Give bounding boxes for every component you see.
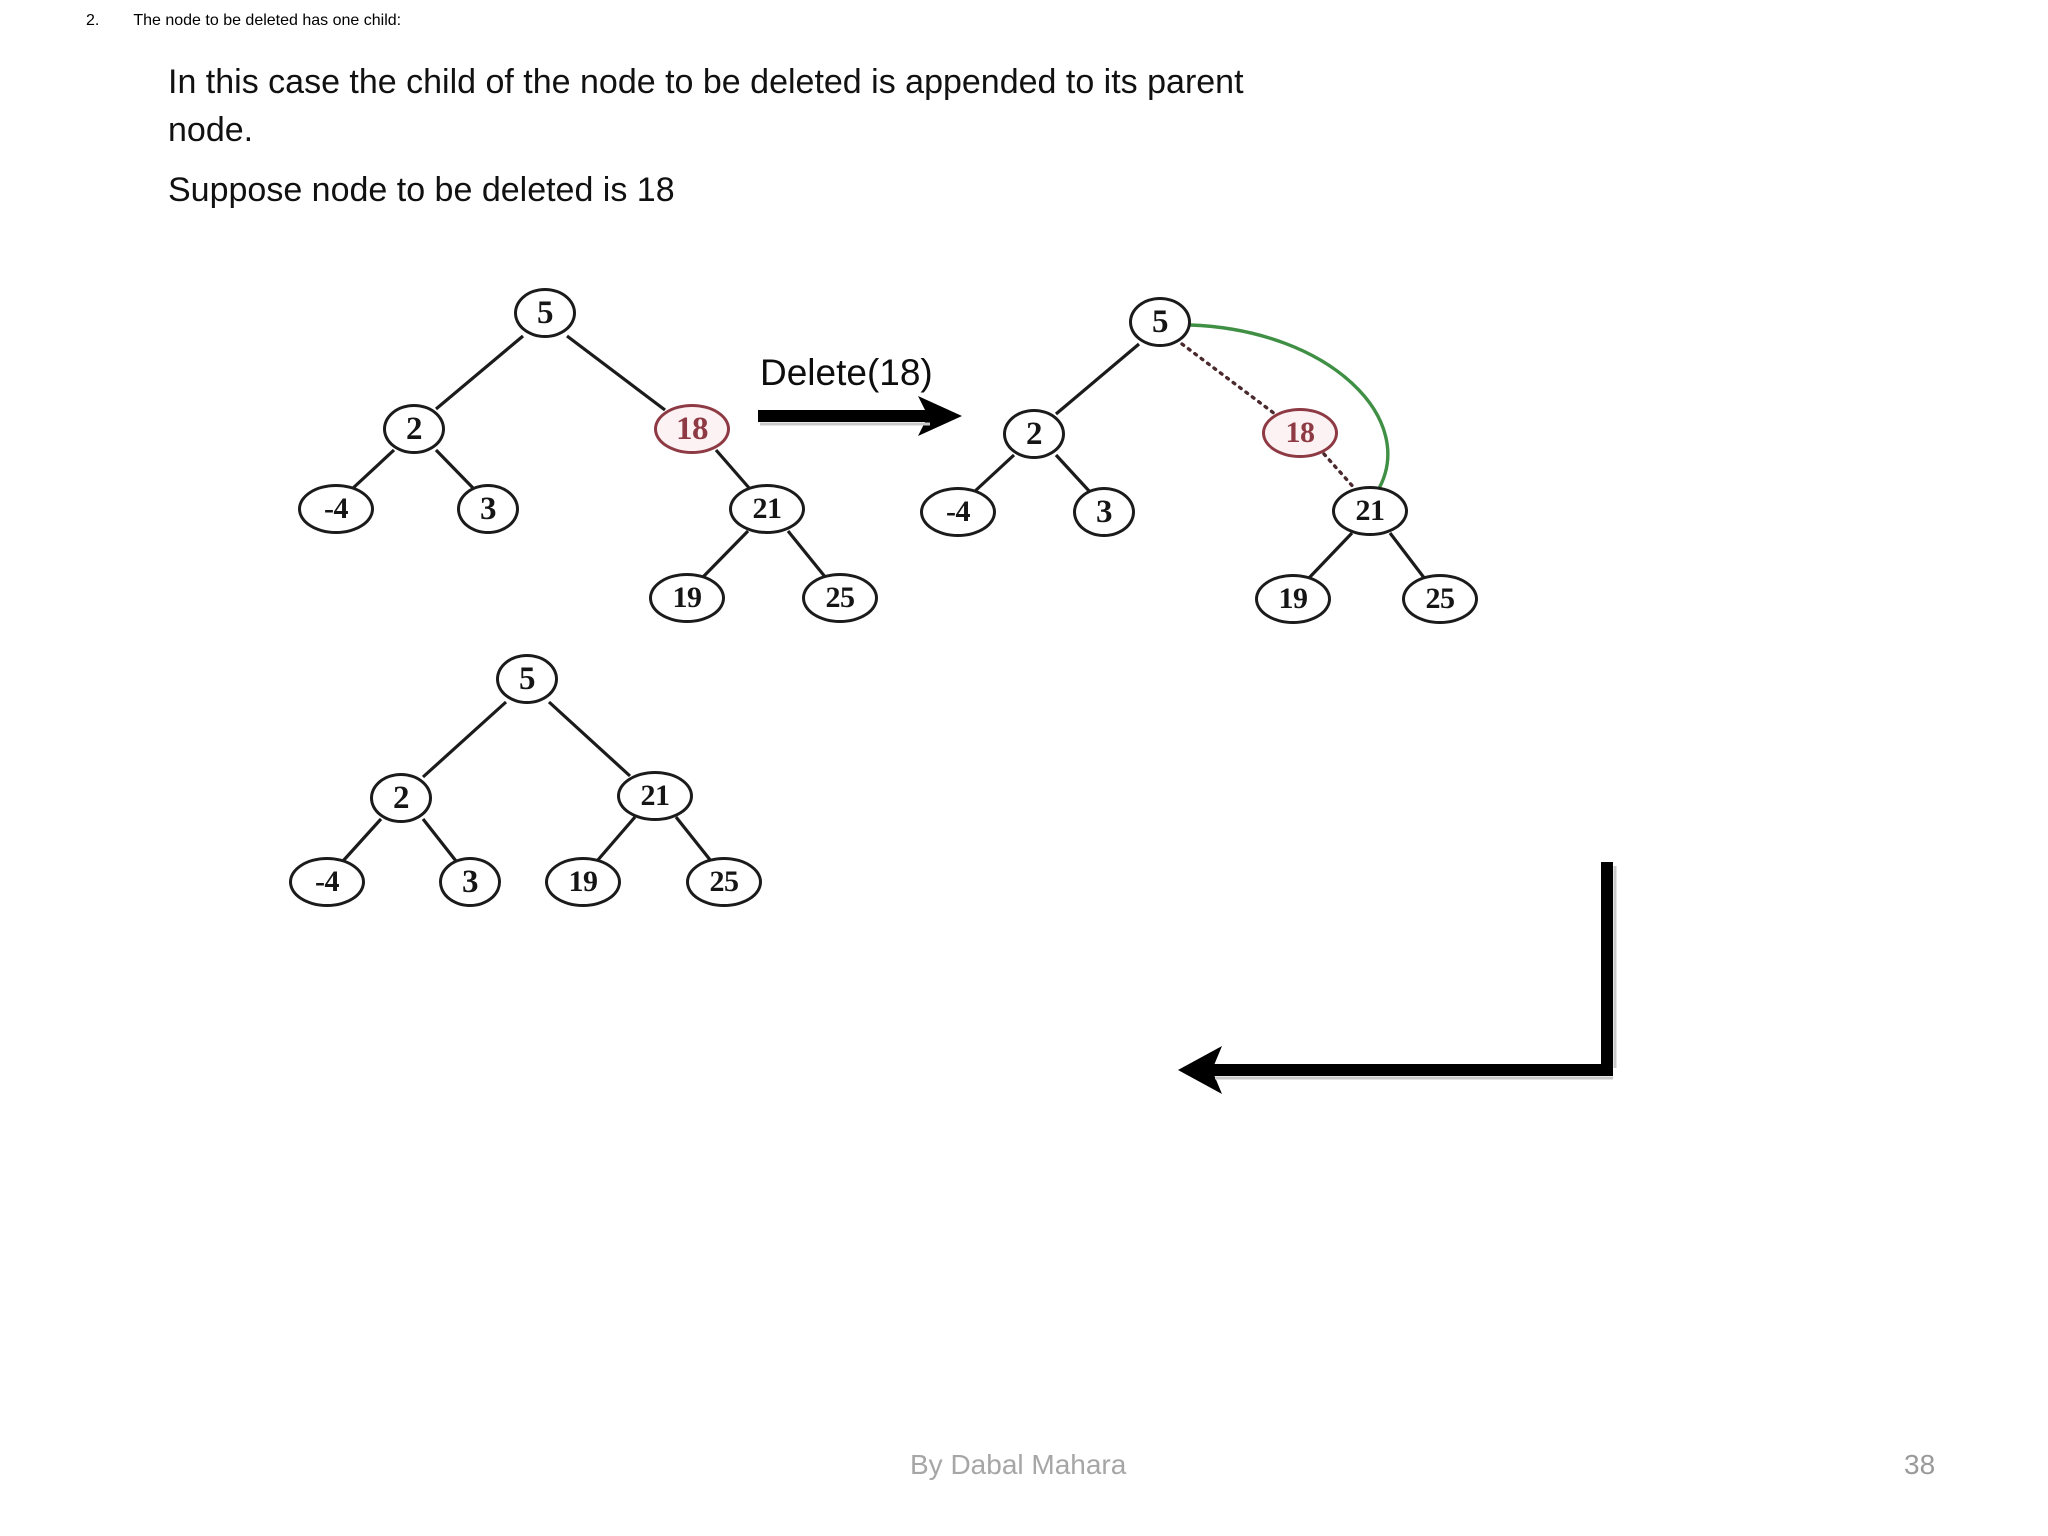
edge-d2-dm4: [972, 453, 1016, 494]
footer-page-number: 38: [1904, 1449, 1936, 1480]
edge-d21-d25: [1388, 532, 1427, 580]
edge-a21-a25: [674, 816, 713, 862]
footer-author: By Dabal Mahara: [910, 1449, 1127, 1480]
edge-a2-a3: [421, 818, 458, 862]
node-21[interactable]: 21: [617, 771, 693, 821]
delete-operation-label: Delete(18): [760, 352, 933, 393]
edge-a21-a19: [595, 815, 637, 863]
tree-before-edges: [350, 334, 828, 580]
body-text-block: In this case the child of the node to be…: [168, 58, 1668, 214]
edge-d2-d3: [1054, 453, 1092, 494]
node-2[interactable]: 2: [370, 773, 432, 823]
edge-18-21: [714, 448, 752, 491]
node-5[interactable]: 5: [514, 288, 576, 338]
heading-number: 2.: [86, 12, 100, 29]
edge-2-3: [434, 448, 476, 491]
node-25[interactable]: 25: [1402, 574, 1478, 624]
page-title: The node to be deleted has one child:: [133, 12, 402, 29]
node-3[interactable]: 3: [457, 484, 519, 534]
node-21[interactable]: 21: [1332, 486, 1408, 536]
node-minus-4[interactable]: -4: [298, 484, 374, 534]
edge-21-25: [786, 529, 828, 580]
slide-heading: 2. The node to be deleted has one child:: [86, 12, 401, 30]
node-25[interactable]: 25: [686, 857, 762, 907]
edge-a2-am4: [341, 817, 383, 863]
edge-21-19: [700, 529, 750, 580]
edge-d5-d2: [1054, 342, 1141, 416]
node-3[interactable]: 3: [439, 857, 501, 907]
edge-5-18: [566, 334, 666, 412]
body-line-1: In this case the child of the node to be…: [168, 63, 1244, 101]
node-18-highlight[interactable]: 18: [654, 404, 730, 454]
node-5[interactable]: 5: [496, 654, 558, 704]
node-minus-4[interactable]: -4: [289, 857, 365, 907]
body-line-3: Suppose node to be deleted is 18: [168, 171, 675, 209]
body-line-2: node.: [168, 111, 254, 149]
node-5[interactable]: 5: [1129, 297, 1191, 347]
edge-a5-a2: [421, 700, 508, 779]
node-3[interactable]: 3: [1073, 487, 1135, 537]
return-flow-arrow: [1178, 862, 1617, 1094]
node-2[interactable]: 2: [1003, 409, 1065, 459]
edge-d21-d19: [1306, 531, 1354, 581]
edge-d18-d21-dotted: [1322, 452, 1358, 492]
node-21[interactable]: 21: [729, 484, 805, 534]
edge-d5-d18-dotted: [1180, 342, 1277, 416]
node-19[interactable]: 19: [545, 857, 621, 907]
edge-a5-a21: [547, 700, 632, 778]
delete-transition-arrow: [758, 396, 962, 436]
node-minus-4[interactable]: -4: [920, 487, 996, 537]
node-19[interactable]: 19: [649, 573, 725, 623]
edge-5-2: [434, 334, 525, 411]
edge-2-m4: [350, 448, 396, 491]
node-2[interactable]: 2: [383, 404, 445, 454]
node-18-highlight[interactable]: 18: [1262, 408, 1338, 458]
node-19[interactable]: 19: [1255, 574, 1331, 624]
node-25[interactable]: 25: [802, 573, 878, 623]
